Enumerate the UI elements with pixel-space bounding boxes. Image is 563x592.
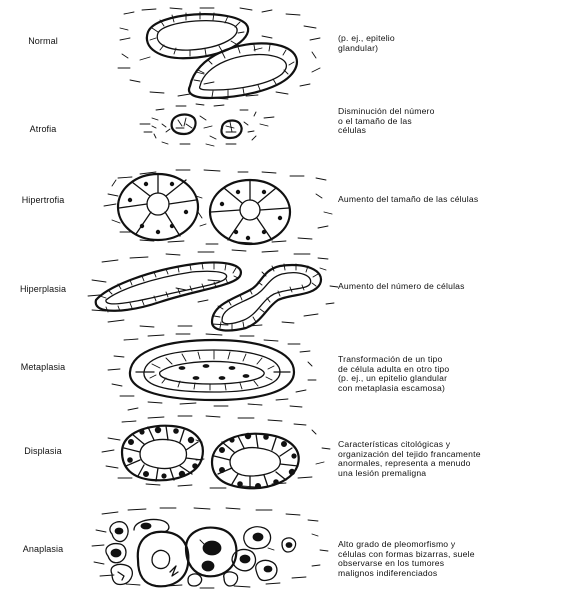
desc-anaplasia-line-4: malignos indiferenciados bbox=[338, 569, 560, 579]
row-desc-anaplasia: Alto grado de pleomorfismo y células con… bbox=[338, 540, 560, 578]
anaplasia-cell-cluster bbox=[106, 519, 296, 586]
